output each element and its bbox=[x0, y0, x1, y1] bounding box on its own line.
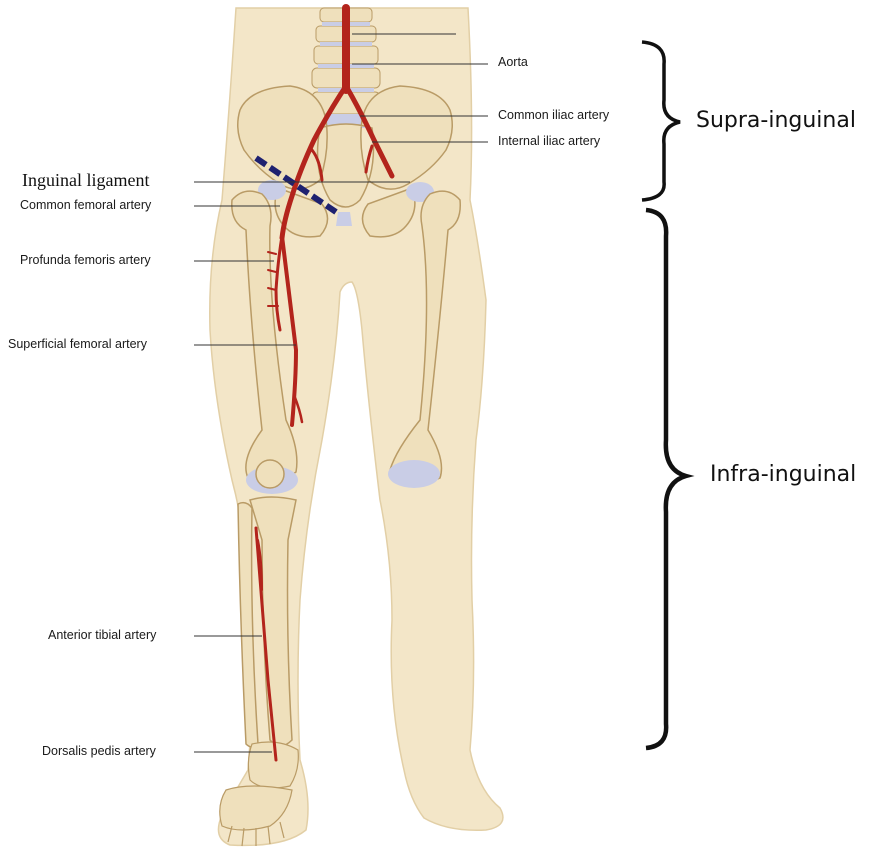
superficial-femoral-label: Superficial femoral artery bbox=[8, 338, 147, 351]
lower-leg-bones bbox=[238, 497, 296, 747]
dorsalis-pedis-label: Dorsalis pedis artery bbox=[42, 745, 156, 758]
infra-inguinal-label: Infra-inguinal bbox=[710, 464, 856, 486]
inguinal-ligament-label: Inguinal ligament bbox=[22, 171, 149, 189]
supra-inguinal-brace bbox=[642, 42, 680, 200]
knee-cartilage-left bbox=[388, 460, 440, 488]
aorta-label: Aorta bbox=[498, 56, 528, 69]
supra-inguinal-label: Supra-inguinal bbox=[696, 110, 856, 132]
pubic-symphysis bbox=[336, 212, 352, 226]
common-femoral-label: Common femoral artery bbox=[20, 199, 151, 212]
patella bbox=[256, 460, 284, 488]
internal-iliac-label: Internal iliac artery bbox=[498, 135, 600, 148]
profunda-femoris-label: Profunda femoris artery bbox=[20, 254, 151, 267]
infra-inguinal-brace bbox=[646, 210, 686, 748]
anterior-tibial-label: Anterior tibial artery bbox=[48, 629, 156, 642]
common-iliac-label: Common iliac artery bbox=[498, 109, 609, 122]
